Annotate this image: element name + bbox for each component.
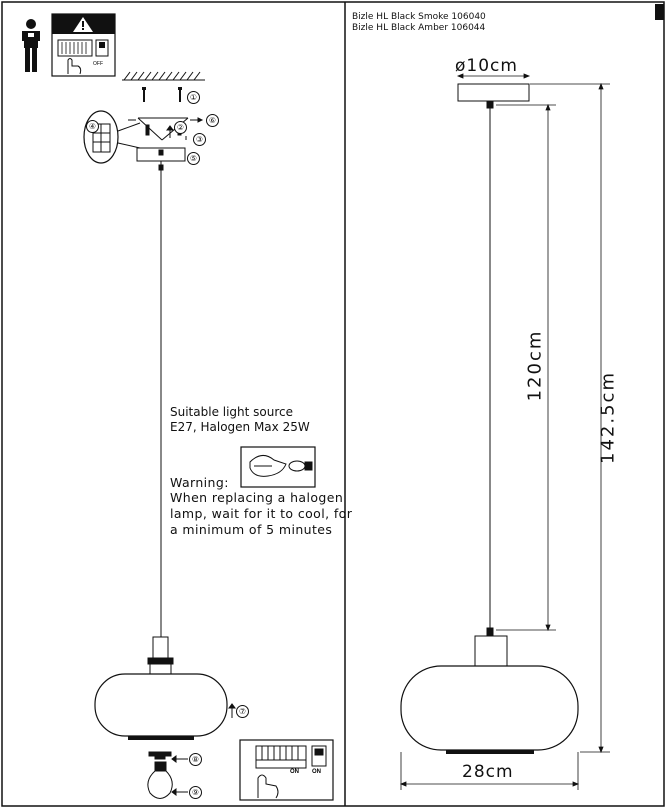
lamp-socket-icon <box>147 636 174 675</box>
shade-side-view <box>400 627 579 754</box>
bulb-cap-icon <box>148 751 172 760</box>
canopy-side-view <box>457 83 530 109</box>
dimension-diameter: ø10cm <box>455 56 518 76</box>
canopy-icon <box>136 147 186 171</box>
dimension-cable-length: 120cm <box>524 329 546 402</box>
ceiling-icon <box>122 71 205 81</box>
warning-line-3: a minimum of 5 minutes <box>170 522 333 537</box>
step-number-9: ⑨ <box>189 786 202 799</box>
dimension-total-height: 142.5cm <box>597 371 619 464</box>
switch-on-label-2: ON <box>312 769 321 775</box>
step-number-7: ⑦ <box>236 705 249 718</box>
step-number-5: ⑤ <box>187 152 200 165</box>
halogen-bulb-warning-icon <box>240 446 316 488</box>
warning-title: Warning: <box>170 475 229 490</box>
product-name-amber: Bizle HL Black Amber 106044 <box>352 23 486 33</box>
step-number-8: ⑧ <box>189 753 202 766</box>
switch-on-label-1: ON <box>290 769 299 775</box>
glass-shade-icon <box>94 673 228 740</box>
power-switch-on-icon <box>239 739 334 801</box>
step-number-2: ② <box>174 121 187 134</box>
product-name-smoke: Bizle HL Black Smoke 106040 <box>352 12 486 22</box>
light-source-spec: E27, Halogen Max 25W <box>170 420 310 434</box>
warning-line-1: When replacing a halogen <box>170 490 344 505</box>
dimension-width: 28cm <box>462 762 514 782</box>
warning-line-2: lamp, wait for it to cool, for <box>170 506 353 521</box>
assembly-arrows-icon <box>166 125 236 796</box>
step-number-1: ① <box>187 91 200 104</box>
ceiling-screws-icon <box>142 87 182 102</box>
step-number-4: ④ <box>86 120 99 133</box>
mounting-bracket-icon <box>128 117 204 141</box>
warning-sign-icon <box>51 13 116 77</box>
dimension-lines <box>399 73 610 790</box>
step-number-6: ⑥ <box>206 114 219 127</box>
off-label: OFF <box>93 61 103 67</box>
terminal-block-icon <box>83 110 141 164</box>
step-number-3: ③ <box>193 133 206 146</box>
light-source-heading: Suitable light source <box>170 405 294 419</box>
bulb-icon <box>147 761 173 799</box>
electrician-icon <box>22 19 40 72</box>
